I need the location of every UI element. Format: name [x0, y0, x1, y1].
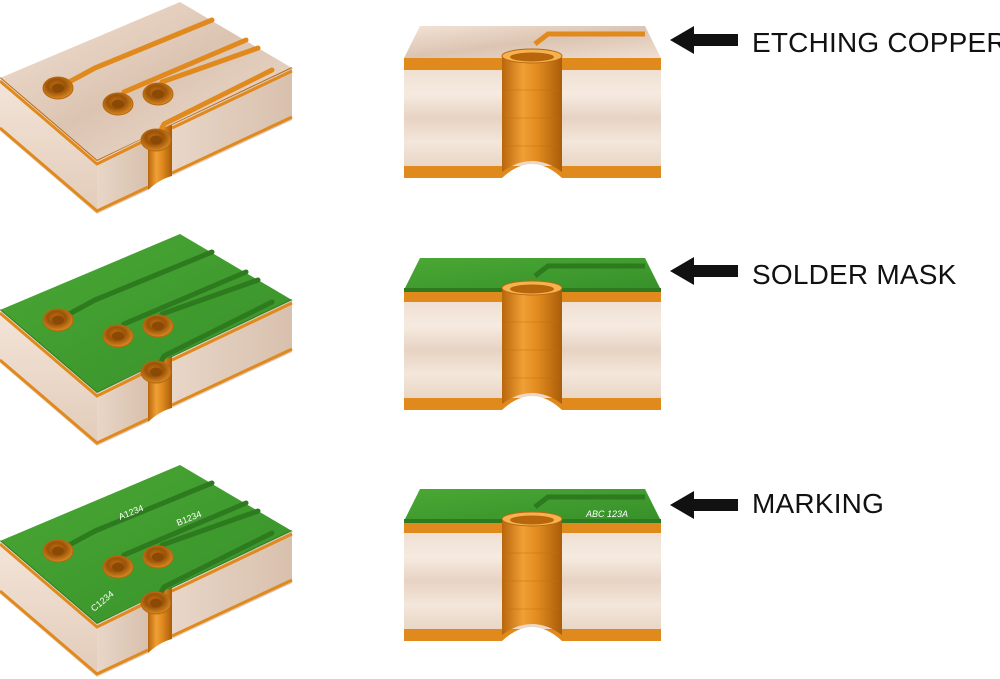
section-trace — [533, 263, 645, 278]
section-marking: ABC 123A — [585, 509, 628, 519]
pcb-board-2 — [0, 234, 293, 446]
section-trace — [533, 494, 645, 509]
board-front-face — [0, 78, 97, 214]
section-via-barrel — [502, 290, 562, 404]
cross-section-2 — [404, 258, 661, 410]
section-via-barrel — [502, 521, 562, 635]
section-trace — [533, 31, 645, 46]
section-via-barrel — [502, 58, 562, 172]
board-front-face — [0, 541, 97, 677]
pcb-board-1 — [0, 2, 293, 214]
step-label-marking: MARKING — [752, 488, 885, 519]
cross-section-3: ABC 123A — [404, 489, 661, 641]
pointer-arrow-2 — [670, 257, 738, 285]
board-front-face — [0, 310, 97, 446]
cross-section-1 — [404, 26, 661, 178]
board-right-face — [172, 531, 292, 639]
pointer-arrow-1 — [670, 26, 738, 54]
board-right-face — [172, 68, 292, 176]
board-right-face — [172, 300, 292, 408]
step-label-etching-copper: ETCHING COPPER — [752, 27, 1000, 58]
step-label-solder-mask: SOLDER MASK — [752, 259, 957, 290]
pointer-arrow-3 — [670, 491, 738, 519]
